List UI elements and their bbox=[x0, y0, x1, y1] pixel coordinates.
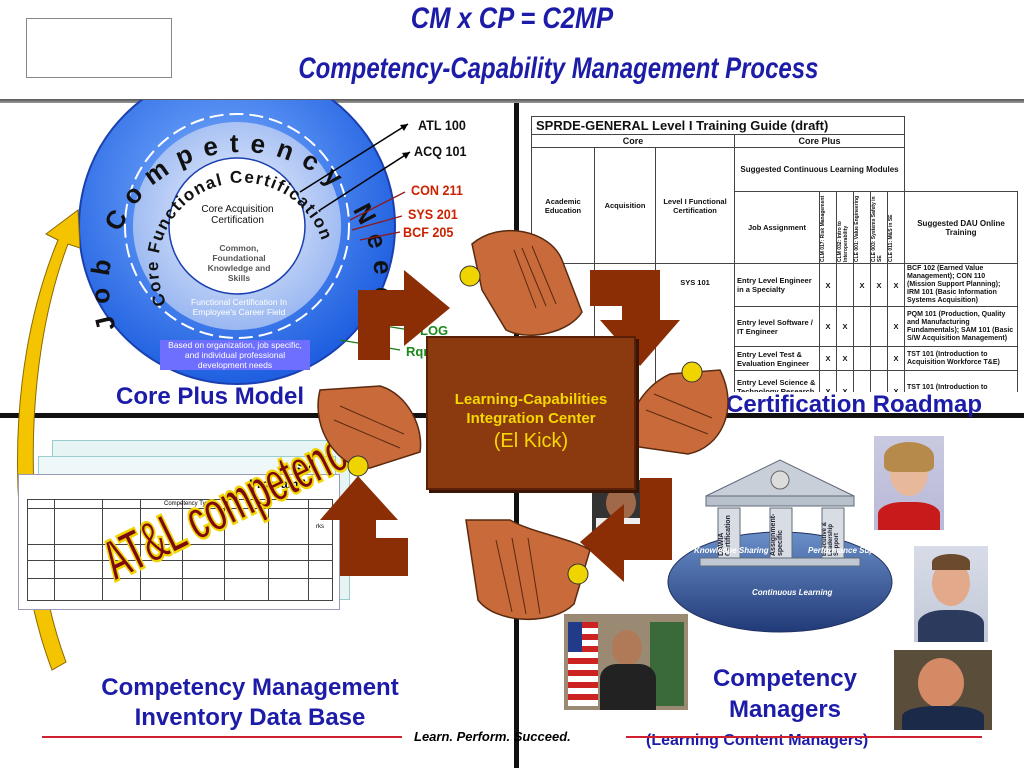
row4-mark2: X bbox=[836, 370, 854, 392]
course-atl100: ATL 100 bbox=[418, 117, 466, 133]
module-2: CLM 032: Intro to Interoperability bbox=[837, 220, 849, 262]
managers-caption-line1: Competency bbox=[712, 665, 858, 692]
inventory-caption-line2: Inventory Data Base bbox=[134, 704, 366, 731]
core-subtitle: Common, Foundational Knowledge and Skill… bbox=[207, 243, 271, 283]
core-plus-model-diagram bbox=[78, 100, 396, 385]
row1-mark2 bbox=[836, 263, 854, 307]
temple-line1: Knowledge Sharing bbox=[694, 546, 769, 555]
row1-mark4: X bbox=[870, 263, 888, 307]
inventory-sheet: Sy Program M Competency Type rks bbox=[18, 459, 340, 610]
inventory-caption-line1: Competency Management bbox=[101, 674, 399, 701]
title-line1: CM x CP = C2MP bbox=[410, 2, 614, 35]
row2-mark3 bbox=[853, 306, 871, 347]
row1-mark3: X bbox=[853, 263, 871, 307]
row4-dau: TST 101 (Introduction to Acquisition Wor… bbox=[904, 370, 1018, 392]
divider-top bbox=[0, 99, 1024, 103]
row3-dau: TST 101 (Introduction to Acquisition Wor… bbox=[904, 346, 1018, 371]
manager-photo-3 bbox=[894, 650, 992, 730]
center-line1: Learning-Capabilities bbox=[454, 391, 608, 408]
module-5: CLE 011: M&S in SE bbox=[888, 213, 894, 262]
boot-ornament-left bbox=[317, 385, 422, 477]
footer-motto: Learn. Perform. Succeed. bbox=[414, 729, 571, 744]
row3-job: Entry Level Test & Evaluation Engineer bbox=[734, 346, 820, 371]
row2-mark2: X bbox=[836, 306, 854, 347]
row1-job: Entry Level Engineer in a Specialty bbox=[734, 263, 820, 307]
table-title: SPRDE-GENERAL Level I Training Guide (dr… bbox=[531, 116, 905, 135]
roadmap-caption: Certification Roadmap bbox=[726, 391, 983, 418]
feedback-loop-arrows bbox=[317, 229, 729, 621]
inventory-header2: Program M bbox=[249, 477, 312, 491]
manager-photo-4 bbox=[564, 614, 688, 710]
row4-job: Entry Level Science & Technology Researc… bbox=[734, 370, 820, 392]
row4-mark3 bbox=[853, 370, 871, 392]
row3-mark5: X bbox=[887, 346, 905, 371]
row2-dau: PQM 101 (Production, Quality and Manufac… bbox=[904, 306, 1018, 347]
career-field-label: Functional Certification In Employee's C… bbox=[191, 297, 287, 317]
integration-center-box: Learning-Capabilities Integration Center… bbox=[426, 336, 636, 490]
col-job: Job Assignment bbox=[734, 191, 820, 264]
row1-mark5: X bbox=[887, 263, 905, 307]
center-line3: (El Kick) bbox=[493, 430, 569, 452]
footer-rule-left bbox=[42, 736, 402, 738]
manager-photo-1 bbox=[874, 436, 944, 530]
row3-mark3 bbox=[853, 346, 871, 371]
course-acq101: ACQ 101 bbox=[414, 143, 467, 159]
row2-mark1: X bbox=[819, 306, 837, 347]
coreplus-header: Core Plus bbox=[734, 134, 905, 148]
col-dau: Suggested DAU Online Training bbox=[904, 191, 1018, 264]
row2-mark5: X bbox=[887, 306, 905, 347]
core-header: Core bbox=[531, 134, 735, 148]
dau-temple-graphic bbox=[667, 459, 893, 633]
core-circle bbox=[168, 157, 306, 295]
pillar-label-2: Assignment-specific bbox=[770, 513, 784, 556]
row2-job: Entry level Software / IT Engineer bbox=[734, 306, 820, 347]
inventory-caption: Competency Management Inventory Data Bas… bbox=[50, 673, 450, 733]
manager-photo-2 bbox=[914, 546, 988, 642]
row3-mark1: X bbox=[819, 346, 837, 371]
module-1: CLM 017: Risk Management bbox=[820, 195, 826, 262]
row4-mark1: X bbox=[819, 370, 837, 392]
managers-caption-line2: Managers bbox=[728, 696, 842, 723]
based-on-label: Based on organization, job specific, and… bbox=[160, 340, 310, 370]
temple-line2: Performance Support bbox=[808, 546, 890, 555]
row2-mark4 bbox=[870, 306, 888, 347]
inventory-header1: Sy bbox=[297, 459, 312, 473]
boot-ornament-bottom bbox=[465, 519, 591, 621]
course-bcf205: BCF 205 bbox=[403, 224, 454, 240]
row4-mark4 bbox=[870, 370, 888, 392]
inventory-grid: Competency Type rks bbox=[27, 499, 333, 601]
footer-rule-right bbox=[626, 736, 982, 738]
managers-caption-line3: (Learning Content Managers) bbox=[646, 732, 869, 749]
module-4: CLE 003: Systems Safety in SE bbox=[871, 195, 883, 262]
course-con211: CON 211 bbox=[411, 182, 463, 198]
center-line2: Integration Center bbox=[466, 410, 596, 427]
row1-dau: BCF 102 (Earned Value Management); CON 1… bbox=[904, 263, 1018, 307]
title-line2: Competency-Capability Management Process bbox=[298, 52, 819, 85]
row3-mark4 bbox=[870, 346, 888, 371]
row1-mark1: X bbox=[819, 263, 837, 307]
row4-mark5: X bbox=[887, 370, 905, 392]
col-modules: Suggested Continuous Learning Modules bbox=[734, 147, 905, 192]
temple-line3: Continuous Learning bbox=[752, 588, 833, 597]
thumbnail-image bbox=[26, 18, 172, 78]
boot-ornament-top bbox=[459, 229, 583, 336]
competency-type-label: Competency Type bbox=[164, 501, 213, 507]
boot-ornament-right bbox=[629, 361, 729, 455]
row3-mark2: X bbox=[836, 346, 854, 371]
core-title: Core Acquisition Certification bbox=[201, 204, 274, 226]
managers-caption: Competency Managers bbox=[680, 663, 890, 725]
core-plus-caption: Core Plus Model bbox=[116, 383, 305, 410]
module-3: CLE 001: Value Engineering bbox=[854, 195, 860, 262]
course-sys201: SYS 201 bbox=[408, 206, 458, 222]
remarks-label: rks bbox=[316, 524, 324, 530]
